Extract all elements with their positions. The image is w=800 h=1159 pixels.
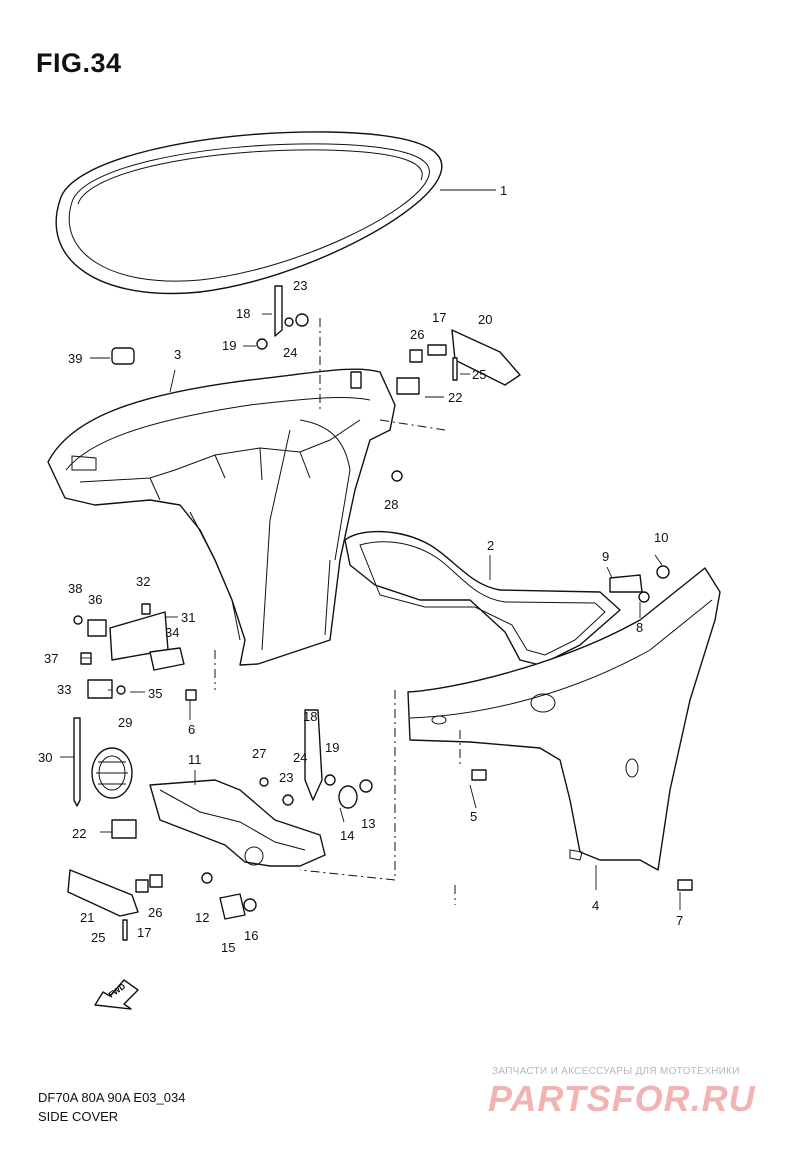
- assembly-lines: [214, 318, 461, 905]
- callout-label: 24: [283, 345, 297, 360]
- callout-label: 30: [38, 750, 52, 765]
- callout-label: 32: [136, 574, 150, 589]
- callout-label: 38: [68, 581, 82, 596]
- callout-label: 8: [636, 620, 643, 635]
- latch-plate-parts: [67, 329, 521, 917]
- watermark-logo: PARTSFOR.RU: [488, 1078, 756, 1119]
- callout-label: 19: [325, 740, 339, 755]
- fwd-arrow-icon: FWD: [94, 979, 139, 1010]
- callout-label: 7: [676, 913, 683, 928]
- rear-upper-frame-part: [344, 530, 621, 666]
- callout-label: 12: [195, 910, 209, 925]
- callout-label: 4: [592, 898, 599, 913]
- callout-label: 23: [279, 770, 293, 785]
- callout-label: 31: [181, 610, 195, 625]
- figure-title: FIG.34: [36, 48, 122, 78]
- callout-label: 17: [432, 310, 446, 325]
- callout-label: 24: [293, 750, 307, 765]
- callout-label: 23: [293, 278, 307, 293]
- callout-label: 13: [361, 816, 375, 831]
- callout-label: 28: [384, 497, 398, 512]
- callout-label: 2: [487, 538, 494, 553]
- callout-label: 25: [472, 367, 486, 382]
- callout-label: 6: [188, 722, 195, 737]
- small-hardware-parts: [73, 285, 693, 941]
- callout-label: 5: [470, 809, 477, 824]
- callout-label: 22: [448, 390, 462, 405]
- seal-ring-part: [55, 131, 443, 295]
- callout-label: 9: [602, 549, 609, 564]
- callout-label: 14: [340, 828, 354, 843]
- callout-label: 33: [57, 682, 71, 697]
- callout-label: 34: [165, 625, 179, 640]
- callout-label: 11: [188, 752, 202, 767]
- callout-label: 35: [148, 686, 162, 701]
- callout-label: 37: [44, 651, 58, 666]
- callout-label: 15: [221, 940, 235, 955]
- callout-label: 27: [252, 746, 266, 761]
- callout-label: 3: [174, 347, 181, 362]
- part-section-title: SIDE COVER: [38, 1109, 119, 1124]
- grommet-part: [91, 747, 133, 799]
- callout-labels: 1 23 18 19 24 17 26 20 39 3 25 22 28 2 1…: [38, 183, 683, 955]
- leader-lines: [60, 189, 681, 910]
- callout-label: 10: [654, 530, 668, 545]
- callout-label: 18: [236, 306, 250, 321]
- callout-label: 25: [91, 930, 105, 945]
- callout-label: 39: [68, 351, 82, 366]
- callout-label: 29: [118, 715, 132, 730]
- callout-label: 21: [80, 910, 94, 925]
- watermark-tagline: ЗАПЧАСТИ И АКСЕССУАРЫ ДЛЯ МОТОТЕХНИКИ: [492, 1066, 740, 1077]
- lower-side-cover-part: [407, 567, 721, 871]
- callout-label: 16: [244, 928, 258, 943]
- upper-side-cover-part: [47, 368, 396, 666]
- callout-label: 20: [478, 312, 492, 327]
- callout-label: 19: [222, 338, 236, 353]
- callout-label: 17: [137, 925, 151, 940]
- callout-label: 18: [303, 709, 317, 724]
- callout-label: 1: [500, 183, 507, 198]
- callout-label: 36: [88, 592, 102, 607]
- model-code: DF70A 80A 90A E03_034: [38, 1090, 186, 1105]
- lower-bracket-part: [149, 779, 326, 867]
- callout-label: 26: [148, 905, 162, 920]
- callout-label: 22: [72, 826, 86, 841]
- callout-label: 26: [410, 327, 424, 342]
- cable-tie-part: [73, 717, 81, 807]
